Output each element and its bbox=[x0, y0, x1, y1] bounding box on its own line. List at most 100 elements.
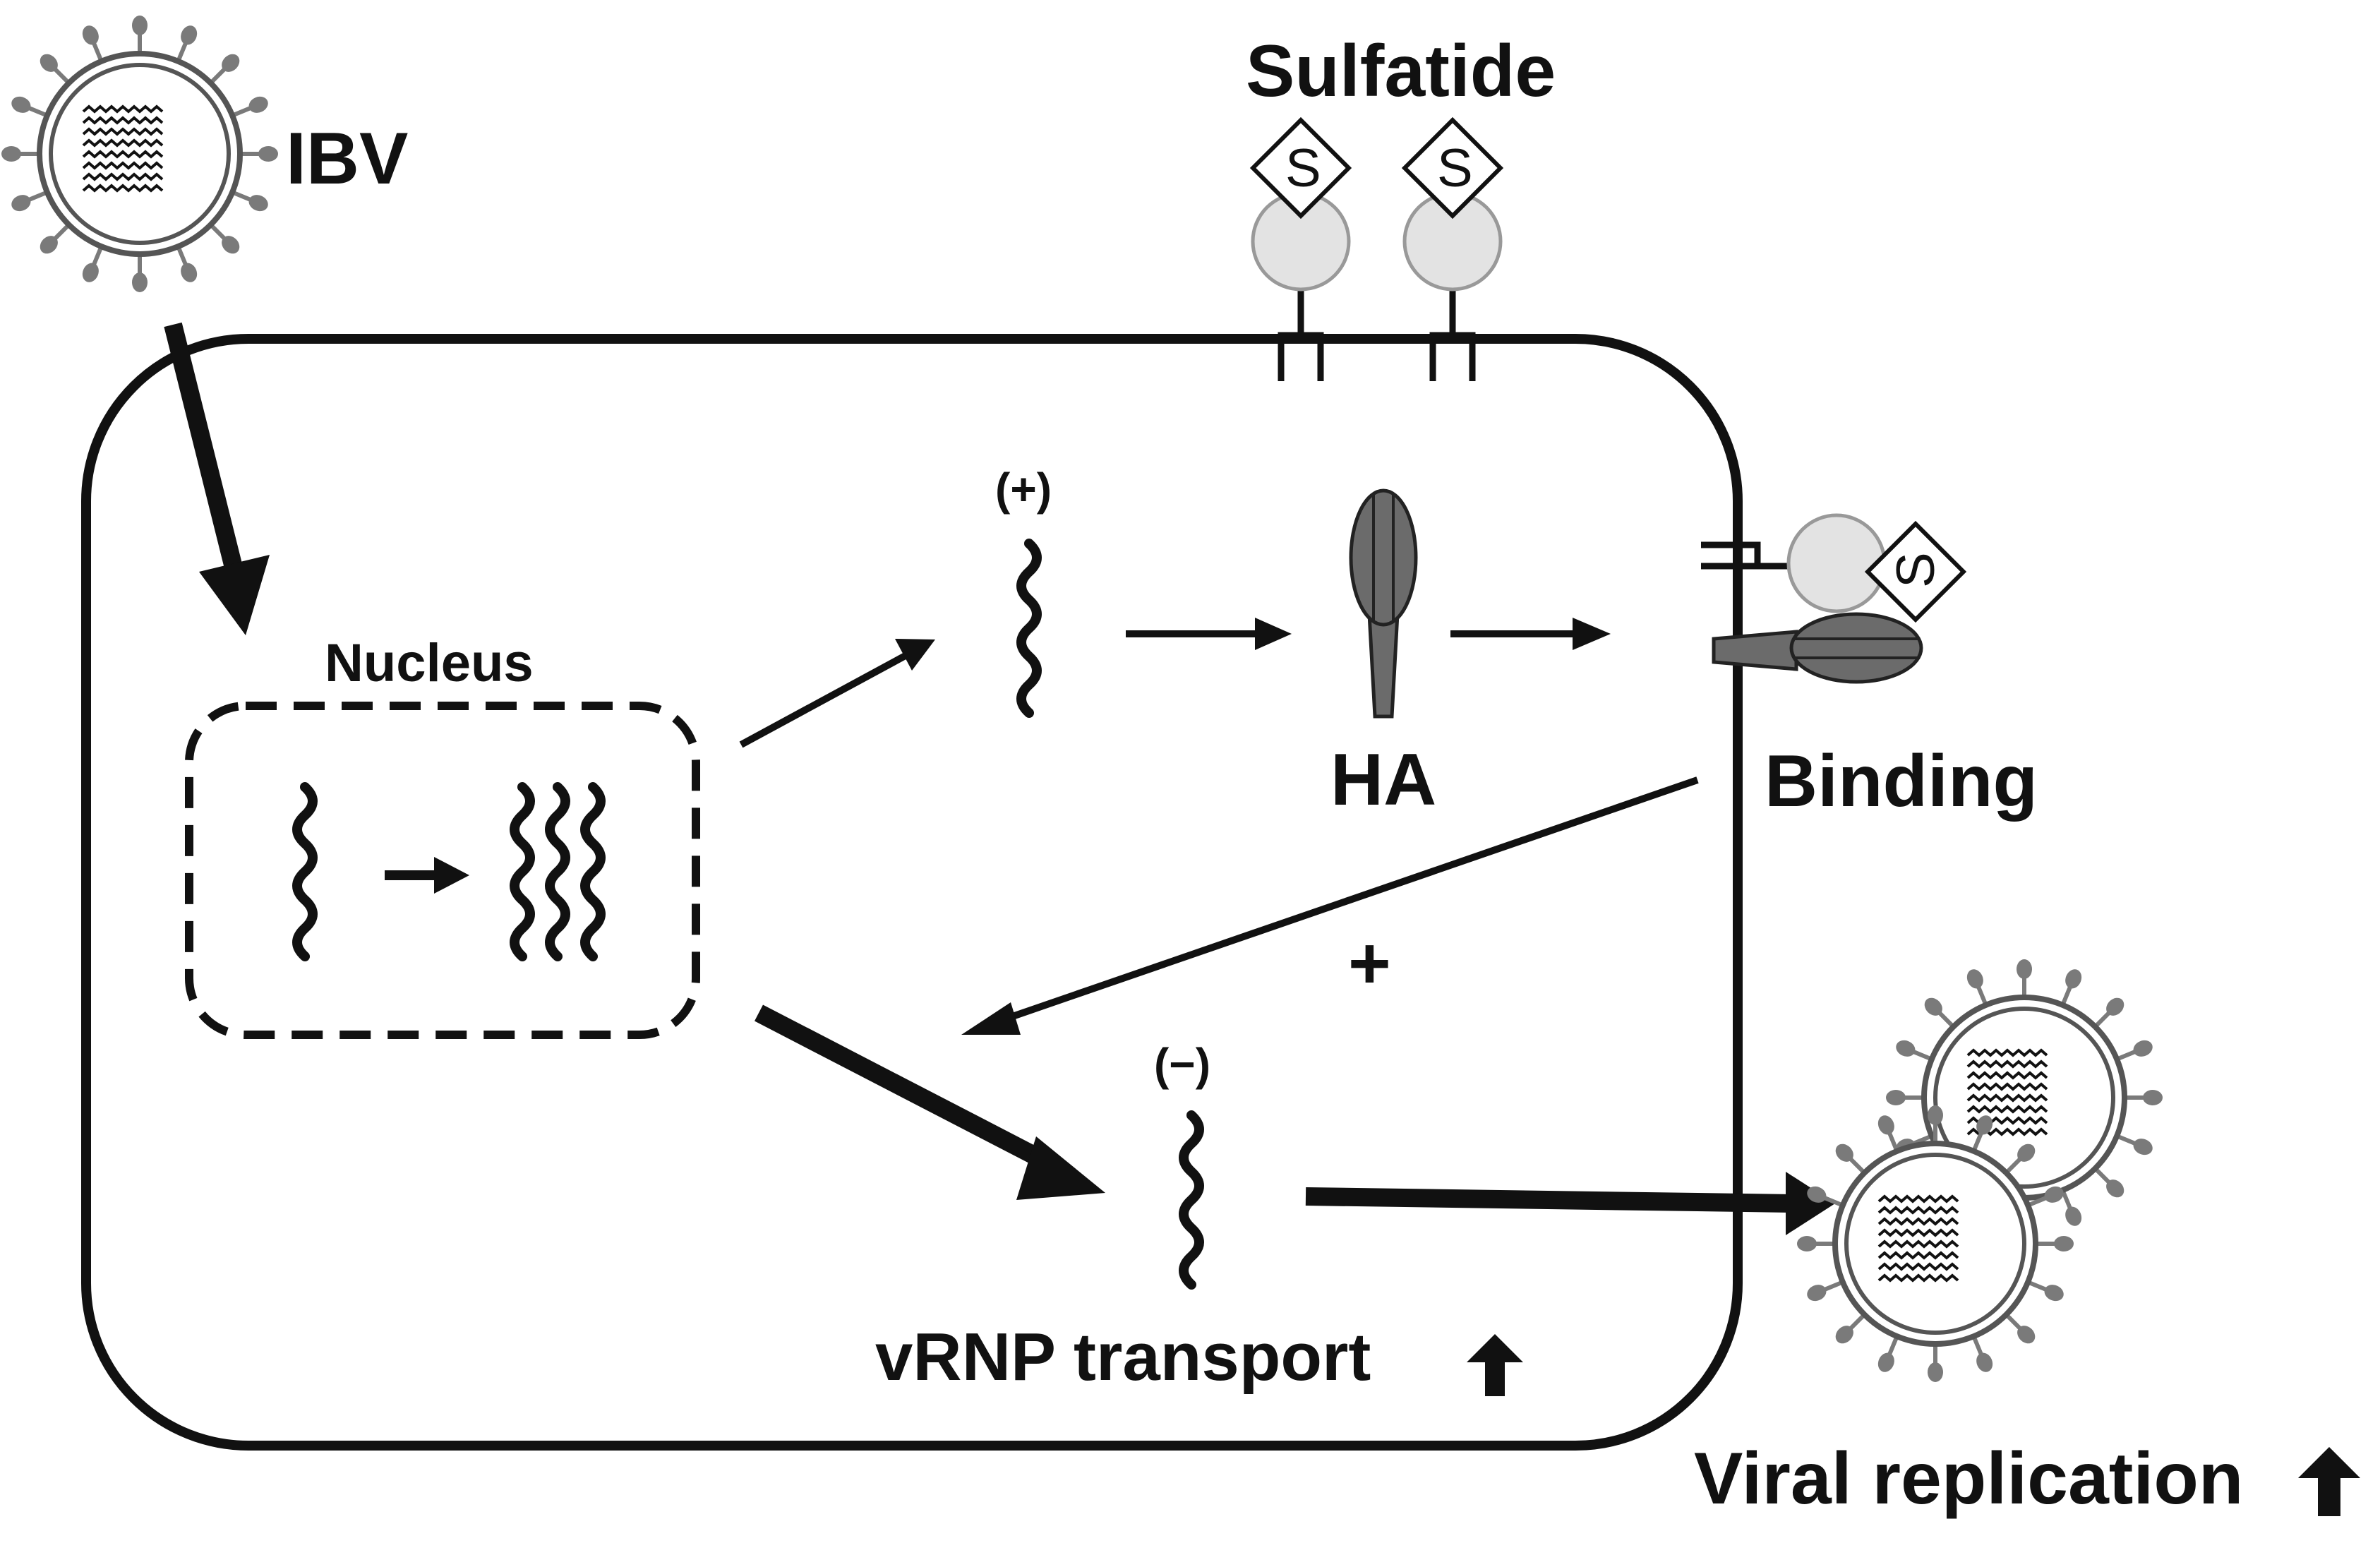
rna-strand-icon bbox=[297, 787, 313, 956]
virus-particle-icon bbox=[1886, 959, 2163, 1236]
virus-spike-head bbox=[181, 263, 198, 282]
virus-spike bbox=[209, 223, 227, 241]
virus-spike bbox=[1887, 1130, 1899, 1152]
virus-spike-head bbox=[1928, 1105, 1943, 1125]
virus-spike bbox=[26, 190, 48, 203]
virus-spike-head bbox=[1, 146, 21, 162]
vrnp-transport-label: vRNP transport bbox=[875, 1319, 1371, 1395]
virus-spike bbox=[1937, 1010, 1955, 1028]
export-arrow bbox=[755, 1004, 1105, 1200]
rna-strands-replicated-icon bbox=[515, 787, 601, 956]
virus-spike-head bbox=[40, 236, 58, 254]
virus-spike-head bbox=[1835, 1326, 1853, 1344]
virus-spike-head bbox=[2065, 969, 2082, 989]
up-arrow-icon bbox=[1467, 1334, 1523, 1396]
virus-spike-head bbox=[1807, 1186, 1827, 1203]
virus-spikes bbox=[1797, 1105, 2074, 1382]
virus-spike-head bbox=[1886, 1090, 1906, 1105]
ibv-label: IBV bbox=[286, 118, 408, 200]
minus-strand-label: (−) bbox=[1154, 1039, 1210, 1090]
virus-spike-head bbox=[11, 96, 31, 113]
virus-spike bbox=[232, 190, 253, 203]
binding-s-glyph: S bbox=[1886, 552, 1946, 588]
virus-spikes bbox=[1886, 959, 2163, 1236]
virus-spike bbox=[176, 246, 188, 268]
virus-spike-head bbox=[248, 195, 268, 212]
virus-spike bbox=[1848, 1313, 1866, 1331]
virus-spike-head bbox=[2017, 1143, 2036, 1162]
replication-arrow bbox=[385, 857, 469, 894]
plus-strand-label: (+) bbox=[995, 464, 1052, 515]
virus-spike bbox=[2027, 1195, 2049, 1208]
virus-spike-head bbox=[132, 272, 148, 292]
virus-spikes bbox=[1, 16, 278, 292]
virus-spike-head bbox=[82, 25, 99, 45]
virus-spike-head bbox=[2054, 1236, 2074, 1251]
plus-sign-label: + bbox=[1348, 923, 1391, 1004]
virus-particle-icon bbox=[1797, 1105, 2074, 1382]
enhancement-arrow bbox=[961, 776, 1699, 1035]
virus-spike-head bbox=[2106, 1179, 2124, 1198]
rna-strand-icon bbox=[1021, 544, 1037, 713]
virus-spike bbox=[1848, 1156, 1866, 1175]
virus-spike bbox=[1911, 1049, 1933, 1062]
sulfatide-s-glyph: S bbox=[1285, 138, 1321, 198]
nucleus-label: Nucleus bbox=[325, 633, 534, 693]
virus-spike bbox=[1976, 984, 1988, 1006]
virus-spike bbox=[176, 40, 188, 62]
virus-spike-head bbox=[2065, 1206, 2082, 1226]
release-arrow bbox=[1305, 1172, 1835, 1235]
virus-spike-head bbox=[40, 54, 58, 72]
virus-spike-head bbox=[2044, 1186, 2064, 1203]
virus-spike bbox=[26, 105, 48, 118]
virus-spike-head bbox=[2133, 1139, 2153, 1155]
virus-spike-head bbox=[2017, 1326, 2036, 1344]
virus-spike bbox=[2060, 1189, 2073, 1211]
entry-arrow bbox=[164, 322, 270, 635]
transport-arrow bbox=[1450, 618, 1611, 650]
sulfatide-receptor-icon: S bbox=[1249, 116, 1352, 381]
viral-replication-label: Viral replication bbox=[1694, 1438, 2243, 1520]
hemagglutinin-icon bbox=[1349, 488, 1418, 719]
virus-spike-head bbox=[1807, 1285, 1827, 1302]
virus-spike-head bbox=[1976, 1115, 1993, 1135]
virus-spike bbox=[91, 40, 104, 62]
virus-spike bbox=[1887, 1335, 1899, 1357]
virus-spike-head bbox=[1877, 1115, 1894, 1135]
virus-spike-head bbox=[2143, 1090, 2163, 1105]
virus-spike bbox=[1971, 1335, 1984, 1357]
virus-spike-head bbox=[248, 96, 268, 113]
virus-spike bbox=[1822, 1280, 1844, 1292]
virus-spike-head bbox=[1976, 1352, 1993, 1372]
up-arrow-icon bbox=[2298, 1447, 2360, 1516]
virus-spike bbox=[232, 105, 253, 118]
virus-spike bbox=[2005, 1313, 2023, 1331]
nucleus-boundary bbox=[185, 702, 700, 1039]
transcription-arrow bbox=[739, 639, 935, 748]
virus-spike bbox=[52, 66, 71, 85]
virus-spike bbox=[2116, 1134, 2138, 1146]
cell-membrane bbox=[81, 334, 1743, 1451]
sulfatide-receptor-icon: S bbox=[1401, 116, 1504, 381]
virus-spike bbox=[2093, 1167, 2112, 1185]
virus-spike-head bbox=[258, 146, 278, 162]
virus-spike-head bbox=[1896, 1040, 1916, 1057]
binding-label: Binding bbox=[1765, 740, 2038, 822]
virus-spike-head bbox=[181, 25, 198, 45]
virus-spike-head bbox=[2133, 1040, 2153, 1057]
virus-spike-head bbox=[132, 16, 148, 35]
virus-spike bbox=[1971, 1130, 1984, 1152]
virus-spike bbox=[2093, 1010, 2112, 1028]
virus-spike bbox=[52, 223, 71, 241]
virus-spike bbox=[91, 246, 104, 268]
virus-spike-head bbox=[11, 195, 31, 212]
translation-arrow bbox=[1126, 618, 1292, 650]
virus-spike bbox=[1822, 1195, 1844, 1208]
virus-spike-head bbox=[1966, 969, 1983, 989]
virus-spike bbox=[209, 66, 227, 85]
virus-particle-icon bbox=[1, 16, 278, 292]
virus-spike-head bbox=[1797, 1236, 1817, 1251]
virus-spike-head bbox=[2044, 1285, 2064, 1302]
virus-spike-head bbox=[2106, 997, 2124, 1016]
